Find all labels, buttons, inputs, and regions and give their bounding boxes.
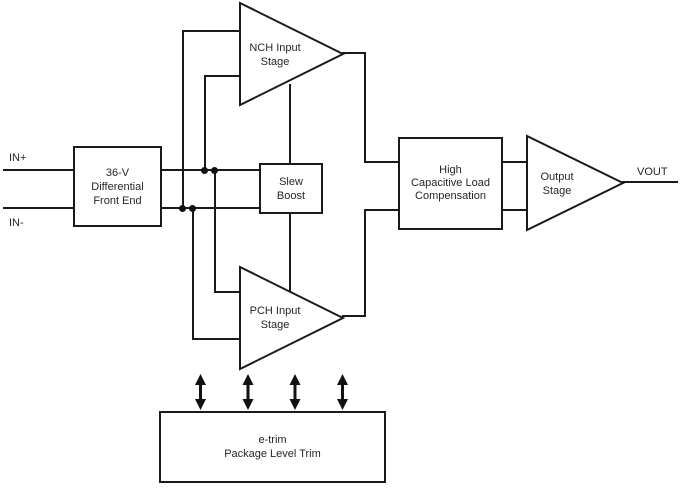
trim-arrow-icon: [195, 374, 206, 410]
slew-boost-block: Slew Boost: [259, 163, 323, 214]
in-minus-label: IN-: [9, 217, 24, 229]
wire-pch-feed-bottom: [192, 338, 240, 340]
output-stage-label: Output Stage: [540, 171, 574, 197]
trim-arrow-icon: [337, 374, 348, 410]
junction-dot-icon: [189, 205, 196, 212]
wire-vert-slew-to-pch: [289, 213, 291, 292]
wire-comp-to-out-bottom: [503, 209, 527, 211]
trim-arrow-icon: [242, 374, 254, 410]
wire-vert-inminus-to-pch: [192, 207, 194, 340]
wire-nch-output: [342, 52, 366, 54]
wire-vert-pch-up: [364, 209, 366, 317]
etrim-block: e-trim Package Level Trim: [159, 411, 386, 483]
wire-comp-to-out-top: [503, 161, 527, 163]
wire-vert-nch-to-slew: [289, 84, 291, 164]
etrim-label: e-trim Package Level Trim: [224, 434, 321, 460]
wire-pch-output: [342, 315, 366, 317]
wire-vert-inplus-to-nch: [204, 75, 206, 171]
wire-in-plus-left: [3, 169, 73, 171]
trim-arrow-icon: [289, 374, 301, 410]
wire-in-minus-mid: [162, 207, 260, 209]
wire-nch-to-comp: [364, 161, 398, 163]
wire-nch-feed-bottom: [204, 75, 240, 77]
wire-vout: [622, 181, 678, 183]
wire-in-minus-left: [3, 207, 73, 209]
wire-nch-feed-top: [182, 30, 240, 32]
in-plus-label: IN+: [9, 152, 27, 164]
wire-pch-feed-top: [214, 291, 240, 293]
high-cap-load-comp-label: High Capacitive Load Compensation: [411, 164, 490, 202]
junction-dot-icon: [179, 205, 186, 212]
junction-dot-icon: [211, 167, 218, 174]
high-cap-load-comp-block: High Capacitive Load Compensation: [398, 137, 503, 230]
vout-label: VOUT: [637, 166, 668, 178]
wire-vert-nch-down: [364, 52, 366, 163]
junction-dot-icon: [201, 167, 208, 174]
pch-input-stage-label: PCH Input Stage: [249, 305, 301, 331]
wire-vert-inplus-to-pch: [214, 169, 216, 293]
wire-pch-to-comp: [364, 209, 398, 211]
front-end-label: 36-V Differential Front End: [91, 166, 144, 207]
front-end-block: 36-V Differential Front End: [73, 146, 162, 227]
wire-vert-inminus-to-nch: [182, 30, 184, 209]
slew-boost-label: Slew Boost: [276, 175, 306, 202]
nch-input-stage-label: NCH Input Stage: [249, 42, 301, 68]
